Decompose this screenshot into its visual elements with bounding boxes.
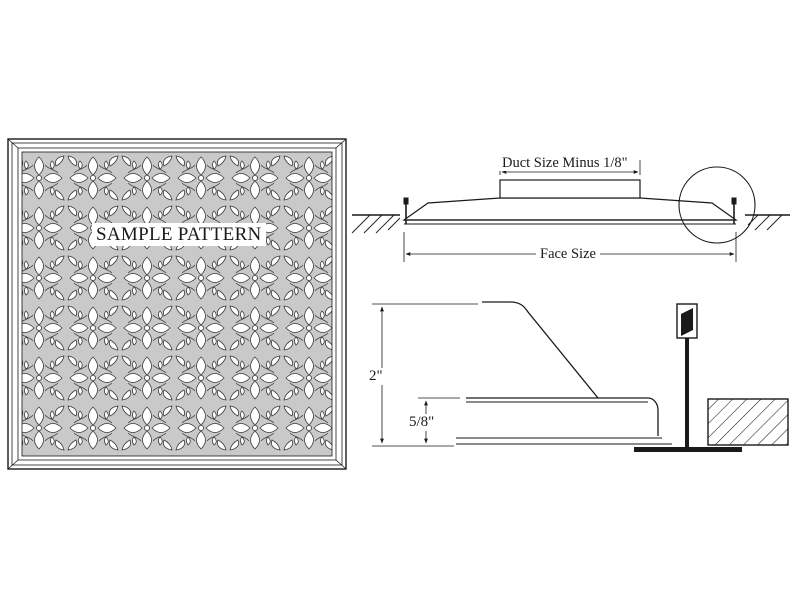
height-flange-label: 5/8" [407, 414, 437, 431]
detail-callout-circle [678, 166, 756, 244]
height-total-label: 2" [367, 368, 385, 385]
detail-view [372, 301, 789, 452]
face-size-label: Face Size [536, 247, 600, 262]
ornamental-pattern [21, 151, 333, 457]
sample-pattern-label: SAMPLE PATTERN [92, 223, 266, 246]
panel-bevel [17, 147, 337, 461]
ceiling-tile-section [707, 398, 789, 446]
duct-size-label: Duct Size Minus 1/8" [499, 156, 631, 171]
section-view [351, 160, 790, 262]
grille-panel [7, 138, 347, 470]
panel-inner-frame [11, 142, 343, 466]
